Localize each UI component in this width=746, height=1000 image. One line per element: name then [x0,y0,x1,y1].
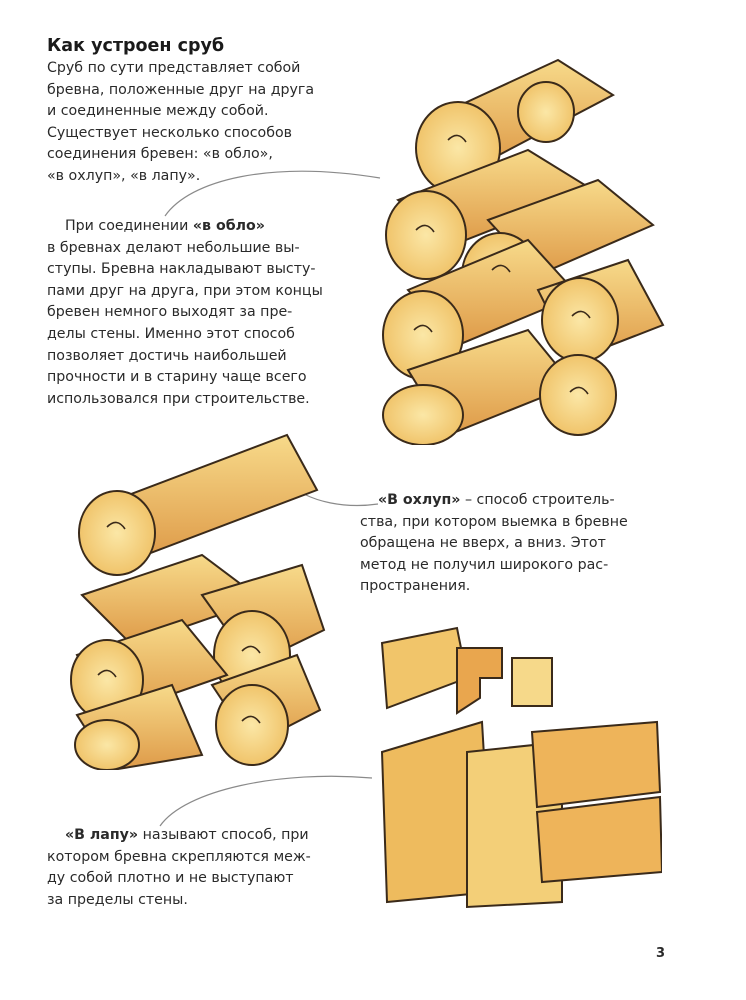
log-end [74,719,140,770]
intro-line: бревна, положенные друг на друга [47,81,315,98]
log-end [382,384,464,445]
intro-line: Существует несколько способов [47,124,292,141]
dovetail-tenon [456,647,503,715]
oblo-line: пами друг на друга, при этом концы [47,282,323,299]
lapu-paragraph: «В лапу» называют способ, при котором бр… [47,825,311,911]
lapu-line: котором бревна скрепляются меж- [47,848,311,865]
oblo-first-line: При соединении «в обло» [47,216,323,238]
oblo-line: прочности и в старину чаще всего [47,369,307,386]
page-title: Как устроен сруб [47,36,225,56]
oblo-line: делы стены. Именно этот способ [47,325,295,342]
lapu-callout-line [159,775,373,827]
oblo-line: бревен немного выходят за пре- [47,304,293,321]
ohlup-rest: – способ строитель- [460,492,615,508]
log-end [541,277,619,363]
ohlup-line: метод не получил широкого рас- [360,556,609,573]
lapu-term: «В лапу» [65,827,139,843]
intro-line: Сруб по сути представляет собой [47,60,301,76]
lapu-corner-illustration [380,720,662,909]
oblo-line: в бревнах делают небольшие вы- [47,239,300,256]
lapu-rest: называют способ, при [138,827,309,843]
intro-paragraph: Сруб по сути представляет собой бревна, … [47,58,314,188]
page-number: 3 [656,946,666,961]
oblo-line: позволяет достичь наибольшей [47,347,287,364]
lapu-joint-illustration [380,626,553,715]
log-end [385,190,467,280]
oblo-lead: При соединении [65,218,193,234]
intro-line: и соединенные между собой. [47,103,269,120]
intro-line: «в охлуп», «в лапу». [47,167,201,184]
lapu-line: за пределы стены. [47,891,188,908]
ohlup-corner-illustration [70,433,326,770]
log-end [215,684,289,766]
log-notch [517,81,575,143]
oblo-callout-line [164,170,381,217]
oblo-line: использовался при строительстве. [47,390,310,407]
ohlup-line: ства, при котором выемка в бревне [360,513,628,530]
ohlup-line: пространения. [360,578,471,595]
log-end [539,354,617,436]
oblo-corner-illustration [382,58,665,445]
ohlup-paragraph: «В охлуп» – способ строитель- ства, при … [360,490,628,598]
lapu-line: ду собой плотно и не выступают [47,870,294,887]
block [511,657,553,707]
oblo-term: «в обло» [192,218,265,234]
log-end-piece [380,626,469,710]
oblo-paragraph: При соединении «в обло» в бревнах делают… [47,216,323,410]
ohlup-line: обращена не вверх, а вниз. Этот [360,535,606,552]
log-right-bottom [535,795,662,884]
log-end [78,490,156,576]
ohlup-term: «В охлуп» [378,492,461,508]
oblo-line: ступы. Бревна накладывают высту- [47,261,316,278]
lapu-first-line: «В лапу» называют способ, при [47,825,311,847]
ohlup-first-line: «В охлуп» – способ строитель- [360,490,628,512]
intro-line: соединения бревен: «в обло», [47,146,273,163]
log-right-top [530,720,662,809]
